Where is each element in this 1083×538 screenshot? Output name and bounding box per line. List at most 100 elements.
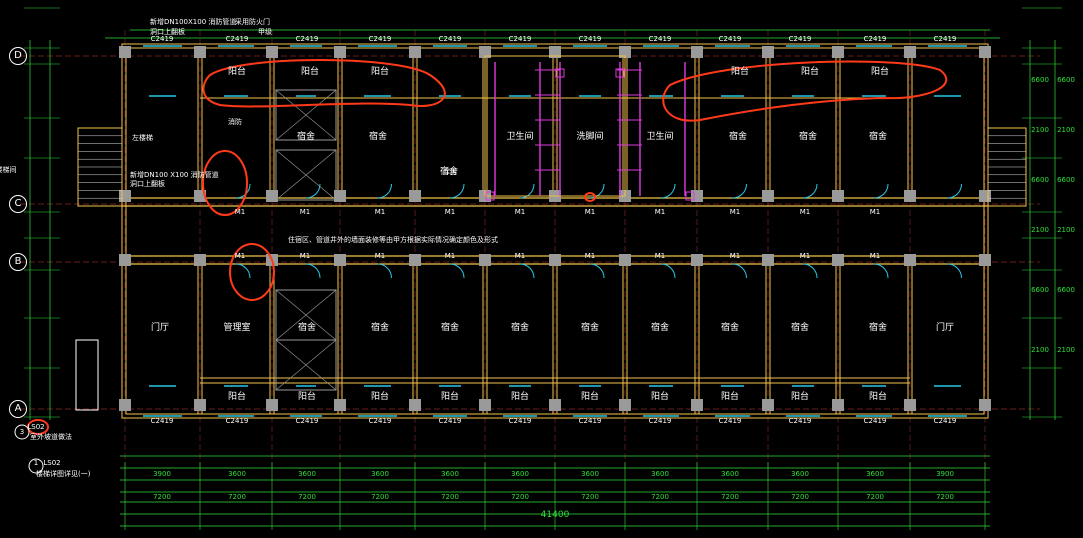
ref-detail2-text: 室外坡道做法 [30, 433, 72, 441]
column-12-2 [979, 254, 991, 266]
door-code-bottom-8: M1 [799, 252, 811, 260]
dorm-label-top-store: 宿舍 [439, 167, 459, 177]
window-code-bottom-8: C2419 [718, 417, 742, 425]
plumbing-fixture-0 [555, 68, 565, 78]
door-code-top-1: M1 [299, 208, 311, 216]
window-code-bottom-2: C2419 [295, 417, 319, 425]
window-code-bottom-0: C2419 [150, 417, 174, 425]
column-2-0 [266, 46, 278, 58]
top-room-label-7: 阳台 [800, 67, 820, 77]
door-code-bottom-1: M1 [299, 252, 311, 260]
column-10-2 [832, 254, 844, 266]
note-left2: 洞口上翻板 [130, 180, 165, 188]
bottom-room-label-0: 门厅 [150, 323, 170, 333]
top-room-label-1: 阳台 [300, 67, 320, 77]
column-6-3 [549, 399, 561, 411]
door-code-bottom-5: M1 [584, 252, 596, 260]
dim-value-row2-2: 7200 [298, 493, 316, 501]
note-storage: 库房 [443, 168, 457, 176]
markup-circle-mid [229, 243, 275, 301]
column-11-1 [904, 190, 916, 202]
toilet-block [484, 55, 626, 197]
axis-bubble-d: D [9, 47, 27, 65]
window-code-bottom-10: C2419 [863, 417, 887, 425]
bottom-balcony-label-6: 阳台 [650, 392, 670, 402]
note-left: 新增DN100 X100 消防管道 [130, 171, 219, 179]
dim-value-row2-3: 7200 [371, 493, 389, 501]
window-code-top-4: C2419 [438, 35, 462, 43]
column-11-2 [904, 254, 916, 266]
markup-circle-top-right [662, 60, 948, 122]
dim-value-side-0-2: 6600 [1031, 176, 1049, 184]
ref-detail-text: 楼梯详图详见(一) [36, 470, 91, 478]
column-8-0 [691, 46, 703, 58]
column-7-3 [619, 399, 631, 411]
dim-value-8: 3600 [721, 470, 739, 478]
column-4-1 [409, 190, 421, 202]
utility-room-1 [275, 149, 337, 201]
dim-value-5: 3600 [511, 470, 529, 478]
dim-value-row2-5: 7200 [511, 493, 529, 501]
window-code-top-11: C2419 [933, 35, 957, 43]
dim-value-side-1-3: 2100 [1057, 226, 1075, 234]
bottom-room-label-1: 管理室 [223, 323, 251, 333]
door-arc-bottom-3 [377, 263, 392, 279]
door-code-bottom-4: M1 [514, 252, 526, 260]
door-code-top-8: M1 [799, 208, 811, 216]
dim-value-side-0-1: 2100 [1031, 126, 1049, 134]
dorm-label-top-r-2: 宿舍 [868, 132, 888, 142]
window-code-top-2: C2419 [295, 35, 319, 43]
note-top-left2: 洞口上翻板 [150, 28, 185, 36]
window-code-top-10: C2419 [863, 35, 887, 43]
bottom-balcony-label-0: 阳台 [227, 392, 247, 402]
top-room-label-0: 阳台 [227, 67, 247, 77]
utility-diag2-1 [275, 149, 337, 201]
door-arc-top-5 [519, 183, 535, 199]
dim-value-2: 3600 [298, 470, 316, 478]
door-code-top-4: M1 [514, 208, 526, 216]
dim-value-9: 3600 [791, 470, 809, 478]
window-code-top-1: C2419 [225, 35, 249, 43]
column-10-0 [832, 46, 844, 58]
utility-diag2-3 [275, 339, 337, 391]
column-2-3 [266, 399, 278, 411]
dim-value-11: 3900 [936, 470, 954, 478]
column-12-3 [979, 399, 991, 411]
door-code-top-9: M1 [869, 208, 881, 216]
column-9-3 [762, 399, 774, 411]
dim-value-row2-8: 7200 [721, 493, 739, 501]
door-arc-top-8 [732, 183, 747, 199]
column-5-2 [479, 254, 491, 266]
column-1-2 [194, 254, 206, 266]
column-12-1 [979, 190, 991, 202]
dorm-label-top-1: 宿舍 [368, 132, 388, 142]
dim-value-side-1-0: 6600 [1057, 76, 1075, 84]
door-arc-top-2 [305, 183, 321, 199]
dim-value-6: 3600 [581, 470, 599, 478]
column-3-3 [334, 399, 346, 411]
markup-circle-axis [27, 419, 49, 435]
top-room-label-5: 卫生间 [646, 132, 674, 142]
ref-detail-circle [28, 458, 44, 474]
outer-wall [121, 43, 989, 419]
column-11-3 [904, 399, 916, 411]
bottom-room-label-6: 宿舍 [580, 323, 600, 333]
dim-value-row2-6: 7200 [581, 493, 599, 501]
door-arc-bottom-9 [802, 263, 818, 279]
door-arc-bottom-8 [732, 263, 747, 279]
window-code-bottom-7: C2419 [648, 417, 672, 425]
ref-detail2-circle [14, 424, 30, 440]
dim-value-row2-4: 7200 [441, 493, 459, 501]
column-10-1 [832, 190, 844, 202]
door-code-top-6: M1 [654, 208, 666, 216]
column-8-3 [691, 399, 703, 411]
column-1-0 [194, 46, 206, 58]
door-arc-bottom-4 [449, 263, 465, 279]
bottom-balcony-label-4: 阳台 [510, 392, 530, 402]
window-code-bottom-11: C2419 [933, 417, 957, 425]
column-12-0 [979, 46, 991, 58]
top-room-label-3: 卫生间 [506, 132, 534, 142]
door-code-bottom-9: M1 [869, 252, 881, 260]
column-10-3 [832, 399, 844, 411]
bottom-balcony-label-1: 阳台 [297, 392, 317, 402]
